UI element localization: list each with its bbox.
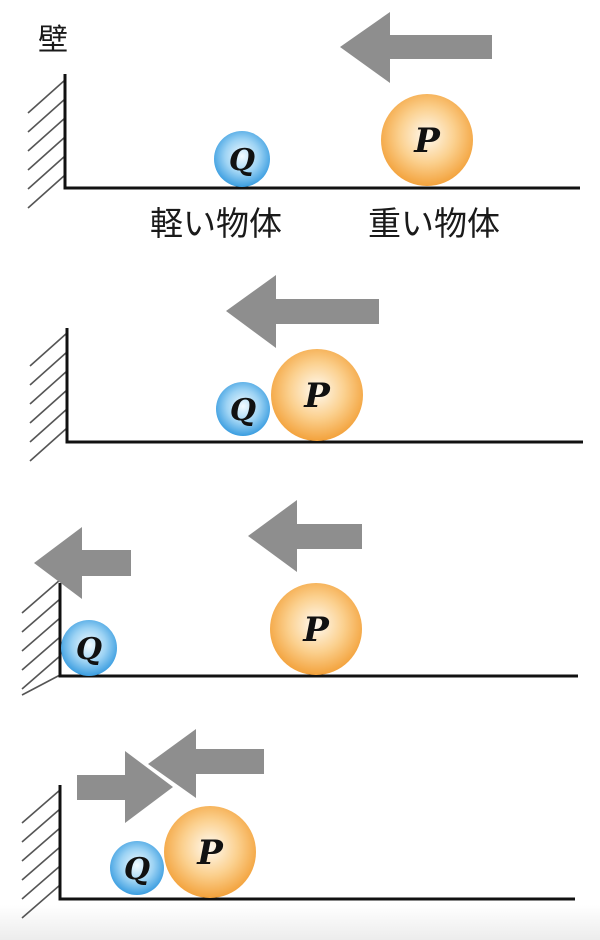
wall-floor-line-3 — [58, 583, 578, 678]
arrow-left-icon — [34, 527, 131, 599]
ball-p: P — [270, 583, 362, 675]
ball-p-letter: P — [196, 833, 224, 873]
ball-p-letter: P — [413, 121, 441, 161]
arrow-left-icon — [148, 729, 264, 798]
ball-p-letter: P — [303, 376, 331, 416]
arrow-left-icon — [226, 275, 379, 348]
panel-3: Q P — [21, 500, 578, 696]
heavy-object-label: 重い物体 — [368, 204, 500, 243]
wall-floor-line-2 — [65, 328, 583, 444]
ball-q: Q — [216, 382, 270, 436]
ball-p: P — [164, 806, 256, 898]
ball-q: Q — [110, 841, 164, 895]
panel-4: Q P — [21, 729, 575, 919]
ball-p-letter: P — [302, 610, 330, 650]
light-object-label: 軽い物体 — [150, 204, 282, 243]
arrow-left-icon — [248, 500, 362, 572]
ball-p: P — [271, 349, 363, 441]
wall-3 — [21, 579, 61, 696]
wall-2 — [29, 332, 68, 462]
wall-title: 壁 — [38, 23, 68, 58]
ball-p: P — [381, 94, 473, 186]
panel-1: Q P 軽い物体 重い物体 — [27, 12, 580, 243]
ball-q-letter: Q — [76, 632, 102, 667]
wall-1 — [27, 79, 66, 209]
arrow-left-icon — [340, 12, 492, 83]
ball-q-letter: Q — [124, 852, 150, 887]
ball-q: Q — [214, 131, 270, 187]
arrow-right-icon — [77, 751, 173, 823]
ball-q: Q — [61, 620, 117, 676]
wall-floor-line-1 — [63, 74, 580, 190]
wall-4 — [21, 789, 61, 919]
ball-q-letter: Q — [229, 143, 255, 178]
wall-floor-line-4 — [58, 785, 575, 901]
panel-2: Q P — [29, 275, 583, 462]
ball-q-letter: Q — [230, 393, 256, 428]
